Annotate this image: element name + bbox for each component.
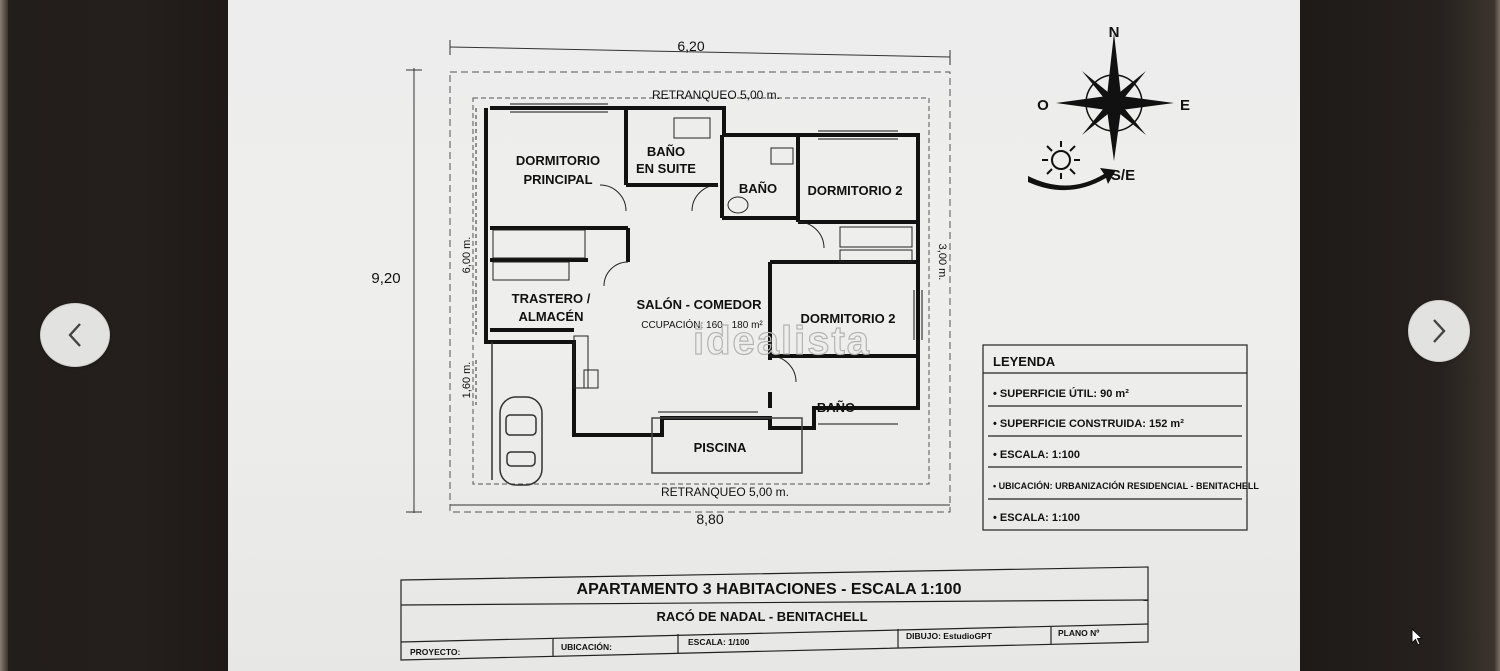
room-occupancy: CCUPACIÓN: 160 - 180 m² (641, 318, 763, 331)
legend-box (982, 344, 1248, 531)
legend-row: • SUPERFICIE ÚTIL: 90 m² (993, 387, 1129, 400)
chevron-right-icon (1433, 319, 1446, 343)
legend-row: • ESCALA: 1:100 (993, 449, 1080, 461)
title-block-title: APARTAMENTO 3 HABITACIONES - ESCALA 1:10… (577, 581, 962, 598)
previous-image-button[interactable] (40, 303, 110, 367)
room-ensuite-line1: BAÑO (647, 144, 685, 159)
compass-west: O (1037, 97, 1049, 114)
compass-east: E (1180, 97, 1190, 114)
dimension-lines (406, 40, 951, 513)
dimension-bottom: 8,80 (696, 511, 723, 527)
setback-top: RETRANQUEO 5,00 m. (652, 88, 780, 102)
legend-row: • ESCALA: 1:100 (993, 512, 1080, 524)
room-pool: PISCINA (694, 440, 747, 455)
mouse-cursor-icon (1411, 628, 1424, 646)
compass-north: N (1109, 24, 1120, 41)
setback-bottom: RETRANQUEO 5,00 m. (661, 485, 789, 499)
title-block-sheet-number: PLANO Nº (1058, 628, 1099, 638)
room-bath2: BAÑO (817, 400, 855, 415)
sun-path-arrow-icon (1028, 168, 1116, 191)
compass-rose-icon (1056, 33, 1174, 161)
legend-row: • SUPERFICIE CONSTRUIDA: 152 m² (993, 418, 1184, 430)
pool-outline (651, 417, 803, 474)
compass-southeast: S/E (1111, 167, 1135, 184)
room-living: SALÓN - COMEDOR (637, 297, 763, 312)
floor-plan-image: 6,20 9,20 8,80 6,00 m. 1,60 m. 3,00 m. R… (228, 0, 1300, 671)
room-bath1: BAÑO (739, 181, 777, 196)
room-storage-line1: TRASTERO / (512, 291, 591, 306)
dimension-inner-right: 3,00 m. (936, 244, 948, 281)
title-block-location: UBICACIÓN: (561, 641, 612, 652)
room-master-line2: PRINCIPAL (523, 172, 592, 187)
dimension-left: 9,20 (371, 270, 400, 287)
watermark-logo: idealista (693, 319, 871, 363)
sun-icon (1042, 141, 1080, 179)
windows (510, 103, 923, 425)
plot-outline (449, 71, 951, 513)
legend-row: • UBICACIÓN: URBANIZACIÓN RESIDENCIAL - … (993, 480, 1259, 491)
dimension-inner-left: 6,00 m. (461, 237, 473, 274)
device-bezel-left (0, 0, 228, 671)
dimension-inner-left-small: 1,60 m. (461, 362, 473, 399)
room-ensuite-line2: EN SUITE (636, 161, 696, 176)
room-master-line1: DORMITORIO (516, 153, 600, 168)
room-labels: DORMITORIO PRINCIPAL BAÑO EN SUITE BAÑO … (512, 144, 903, 415)
room-bedroom2b: DORMITORIO 2 (800, 311, 895, 326)
device-bezel-right (1300, 0, 1500, 671)
car-icon (491, 342, 543, 486)
legend-title: LEYENDA (993, 354, 1056, 369)
dimension-top: 6,20 (677, 38, 704, 54)
title-block (400, 566, 1149, 661)
title-block-subtitle: RACÓ DE NADAL - BENITACHELL (656, 609, 867, 624)
title-block-project: PROYECTO: (410, 647, 461, 657)
room-storage-line2: ALMACÉN (519, 309, 584, 324)
floor-plan-drawing: 6,20 9,20 8,80 6,00 m. 1,60 m. 3,00 m. R… (371, 24, 1259, 661)
next-image-button[interactable] (1408, 300, 1470, 362)
title-block-scale: ESCALA: 1/100 (688, 637, 750, 647)
room-bedroom2a: DORMITORIO 2 (807, 183, 902, 198)
fixtures (492, 117, 913, 389)
title-block-drawing: DIBUJO: EstudioGPT (906, 631, 993, 641)
chevron-left-icon (68, 323, 81, 347)
